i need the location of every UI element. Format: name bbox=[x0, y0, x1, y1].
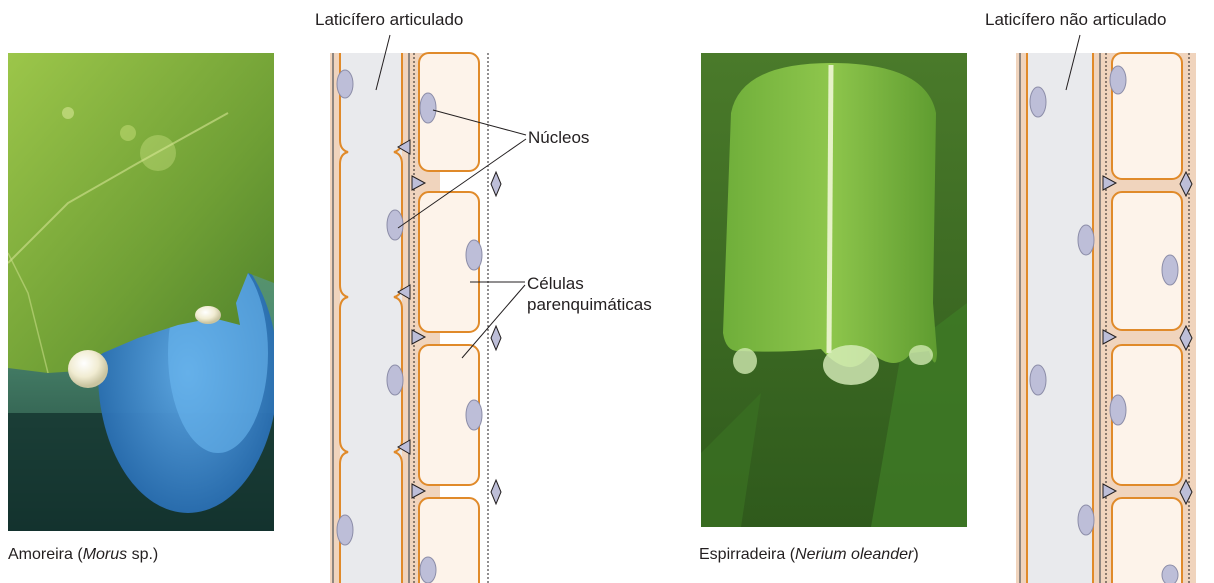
nerium-caption-suffix: ) bbox=[913, 546, 918, 563]
morus-caption-suffix: sp.) bbox=[127, 546, 158, 563]
nuclei-label: Núcleos bbox=[528, 127, 589, 148]
parenchyma-cells-label: Células parenquimáticas bbox=[527, 273, 652, 315]
nerium-caption-prefix: Espirradeira ( bbox=[699, 546, 795, 563]
morus-caption: Amoreira (Morus sp.) bbox=[8, 545, 158, 565]
nerium-caption-italic: Nerium oleander bbox=[795, 546, 913, 563]
parenchyma-label-line2: parenquimáticas bbox=[527, 294, 652, 315]
morus-caption-prefix: Amoreira ( bbox=[8, 546, 83, 563]
parenchyma-label-line1: Células bbox=[527, 273, 652, 294]
nonarticulated-laticifer-label: Laticífero não articulado bbox=[985, 9, 1166, 30]
nerium-caption: Espirradeira (Nerium oleander) bbox=[699, 545, 919, 565]
articulated-laticifer-label: Laticífero articulado bbox=[315, 9, 463, 30]
morus-caption-italic: Morus bbox=[83, 546, 127, 563]
